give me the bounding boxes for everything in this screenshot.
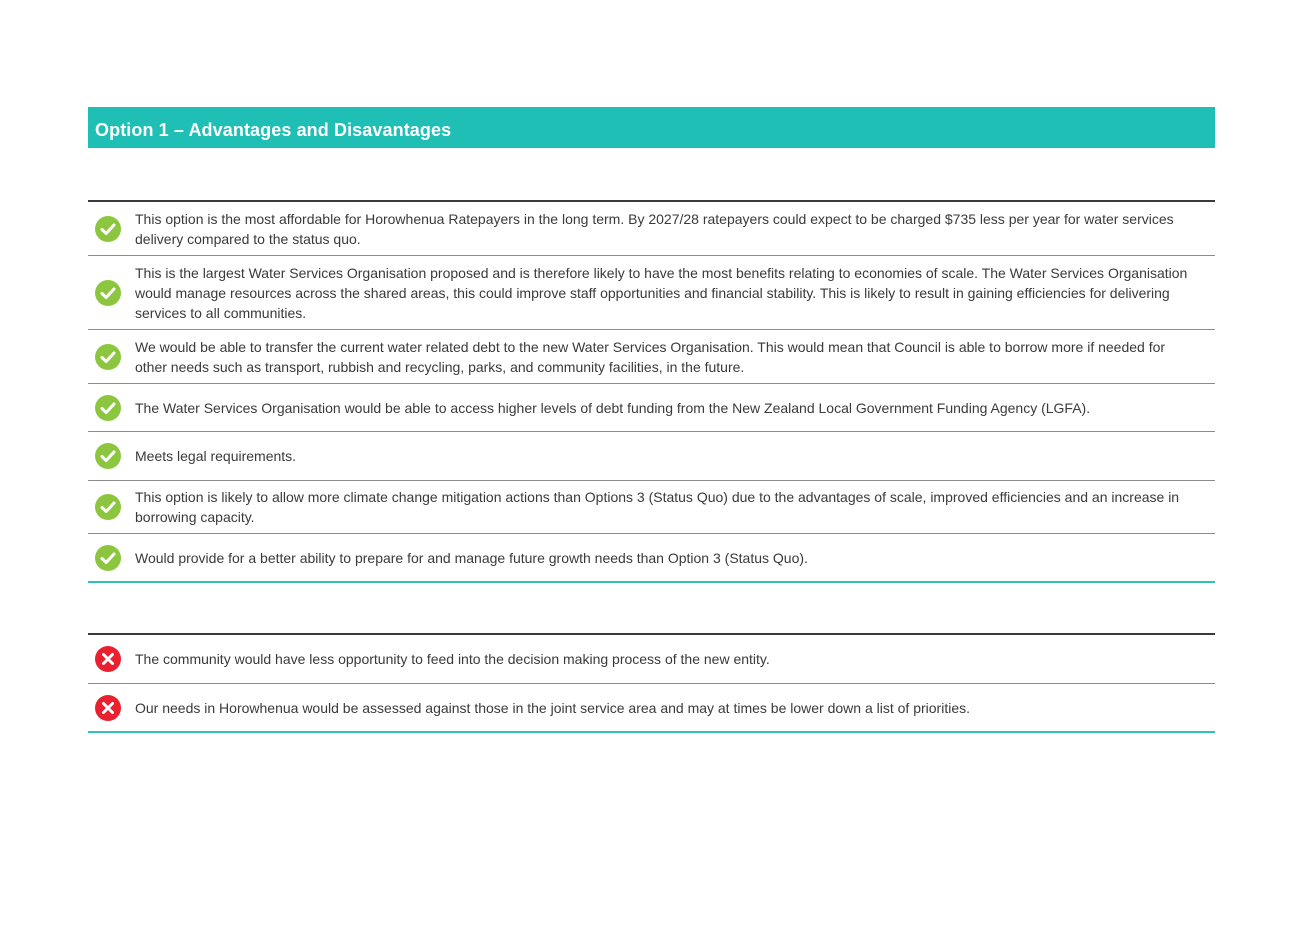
advantage-row: This option is likely to allow more clim… [88,481,1215,534]
cross-circle-icon [95,694,121,721]
disadvantage-text: The community would have less opportunit… [135,651,770,667]
disadvantage-text: Our needs in Horowhenua would be assesse… [135,699,971,716]
advantage-text: This is the largest Water Services Organ… [135,264,1188,321]
advantage-row: This is the largest Water Services Organ… [88,256,1215,330]
disadvantage-row: The community would have less opportunit… [88,635,1215,684]
advantage-row: The Water Services Organisation would be… [88,384,1215,432]
check-circle-icon [95,443,121,469]
advantage-row: Would provide for a better ability to pr… [88,534,1215,581]
advantages-table: This option is the most affordable for H… [88,200,1215,583]
section-banner: Option 1 – Advantages and Disavantages [88,107,1215,148]
disadvantages-table: The community would have less opportunit… [88,633,1215,733]
check-circle-icon [95,343,121,370]
check-circle-icon [95,494,121,520]
advantage-text: Would provide for a better ability to pr… [135,549,808,566]
check-circle-icon [95,215,121,242]
section-title: Option 1 – Advantages and Disavantages [95,120,452,140]
advantage-row: This option is the most affordable for H… [88,202,1215,256]
check-circle-icon [95,279,121,306]
advantage-text: The Water Services Organisation would be… [135,399,1091,416]
advantage-row: Meets legal requirements. [88,432,1215,481]
advantage-text: This option is the most affordable for H… [135,210,1174,247]
check-circle-icon [95,544,121,571]
advantage-text: Meets legal requirements. [135,448,297,464]
check-circle-icon [95,394,121,421]
cross-circle-icon [95,646,121,672]
advantage-row: We would be able to transfer the current… [88,330,1215,384]
disadvantage-row: Our needs in Horowhenua would be assesse… [88,684,1215,731]
advantage-text: We would be able to transfer the current… [135,338,1166,375]
advantage-text: This option is likely to allow more clim… [135,489,1180,525]
